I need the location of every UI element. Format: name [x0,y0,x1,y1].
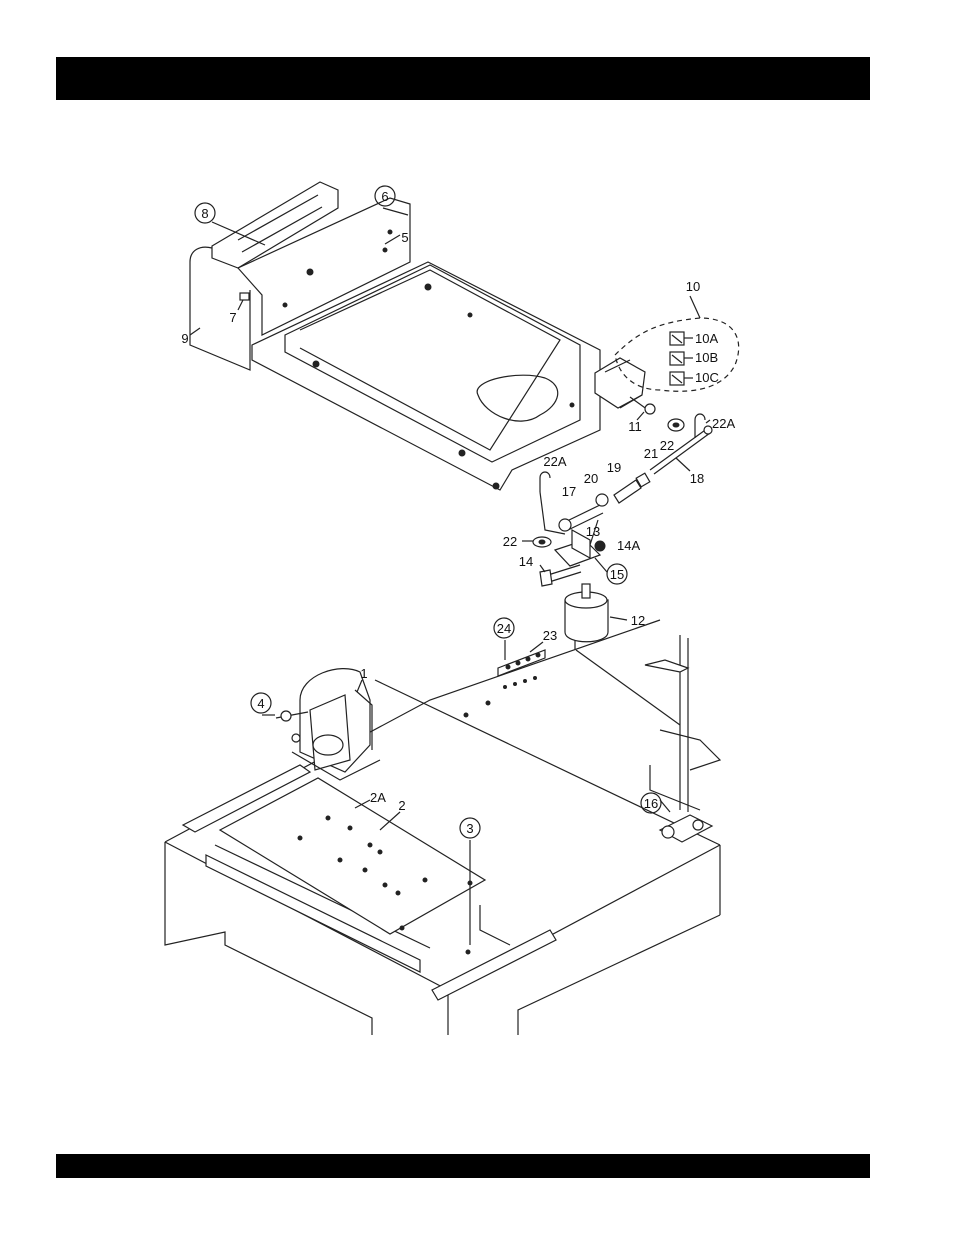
callout-9: 9 [181,331,188,346]
lower-base [165,620,720,1035]
callout-16: 16 [644,796,658,811]
callout-8: 8 [201,206,208,221]
callout-14: 14 [519,554,533,569]
callout-2A: 2A [370,790,386,805]
callout-24: 24 [497,621,511,636]
callout-11: 11 [628,419,642,434]
footer-bar [56,1154,870,1178]
callout-13: 13 [586,524,600,539]
callout-7: 7 [229,310,236,325]
callout-20: 20 [584,471,598,486]
callout-2: 2 [398,798,405,813]
callout-21: 21 [644,446,658,461]
callout-12: 12 [631,613,645,628]
callout-10B: 10B [695,350,718,365]
callout-5: 5 [401,230,408,245]
callout-10A: 10A [695,331,718,346]
callout-23: 23 [543,628,557,643]
coil-assembly [276,669,380,780]
callout-4: 4 [257,696,264,711]
callout-3: 3 [466,821,473,836]
callout-10: 10 [686,279,700,294]
upper-tray-assembly [190,182,600,490]
callout-19: 19 [607,460,621,475]
callout-22-left: 22 [503,534,517,549]
callout-18: 18 [690,471,704,486]
callout-22-right: 22 [660,438,674,453]
callout-17: 17 [562,484,576,499]
callout-15: 15 [610,567,624,582]
callout-22A-left: 22A [543,454,566,469]
callout-1: 1 [360,666,367,681]
callout-22A-right: 22A [712,416,735,431]
callout-6: 6 [381,189,388,204]
callout-10C: 10C [695,370,719,385]
callout-14A: 14A [617,538,640,553]
